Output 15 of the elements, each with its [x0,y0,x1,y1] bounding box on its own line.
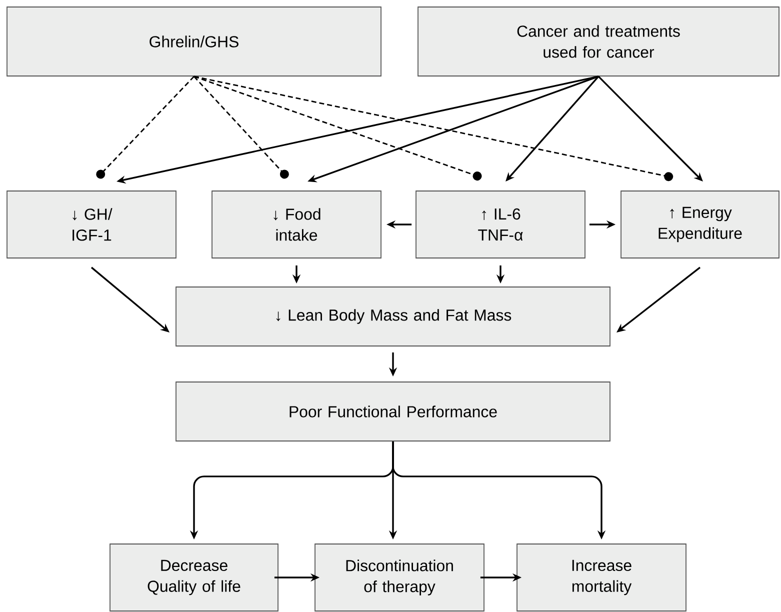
arrow [194,76,674,182]
arrow [96,76,195,179]
effect-box: ↓ Food intake [212,190,382,258]
effect-box: Increase mortality [516,544,686,612]
outcome-box: ↓ Lean Body Mass and Fat Mass [176,286,610,346]
arrow [194,76,289,179]
effect-box: Discontinuation of therapy [314,544,484,612]
effect-box: ↑ IL-6 TNF-α [416,190,586,258]
effect-box: ↑ Energy Expenditure [620,190,780,258]
cause-box: Cancer and treatments used for cancer [418,6,780,76]
effect-box: ↓ GH/ IGF-1 [6,190,176,258]
cause-box: Ghrelin/GHS [6,6,382,76]
outcome-box: Poor Functional Performance [176,382,610,442]
effect-box: Decrease Quality of life [110,544,278,612]
arrow [194,76,482,181]
